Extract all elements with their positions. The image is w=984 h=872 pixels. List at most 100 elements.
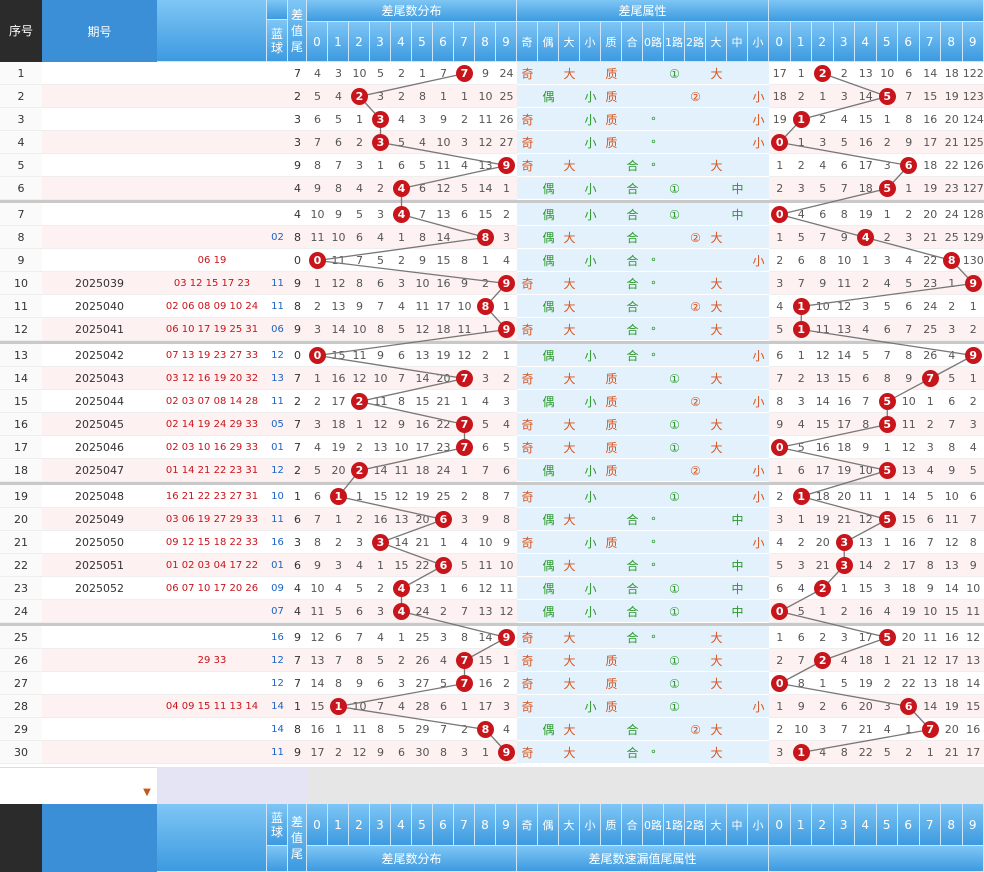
miss-cell: 2 xyxy=(503,208,510,221)
miss2-cell: 1 xyxy=(883,654,891,667)
miss2-cell: 17 xyxy=(923,136,938,149)
miss2-cell: 18 xyxy=(944,677,959,690)
row-blue: 16 xyxy=(267,626,288,649)
attr-cell: ① xyxy=(669,604,680,619)
miss2-cell: 16 xyxy=(858,605,873,618)
header-digit-7: 7 xyxy=(454,22,475,62)
header-digit-2: 2 xyxy=(349,22,370,62)
miss2-cell: 124 xyxy=(962,113,984,126)
miss-cell: 10 xyxy=(394,441,409,454)
miss-cell: 2 xyxy=(461,723,468,736)
trend-ball: 4 xyxy=(393,603,410,620)
miss-cell: 5 xyxy=(356,208,363,221)
miss-cell: 4 xyxy=(440,654,447,667)
attr-cell: ⚬ xyxy=(649,137,658,148)
footer-diff: 差值尾 xyxy=(288,804,307,872)
miss2-cell: 2 xyxy=(776,182,784,195)
miss-cell: 11 xyxy=(310,605,325,618)
miss-cell: 6 xyxy=(335,631,342,644)
miss2-cell: 4 xyxy=(840,113,848,126)
row-blue: 11 xyxy=(267,508,288,531)
miss-cell: 16 xyxy=(373,513,388,526)
miss-cell: 7 xyxy=(377,700,384,713)
miss-cell: 9 xyxy=(419,254,426,267)
miss-cell: 5 xyxy=(398,323,405,336)
miss-cell: 20 xyxy=(415,513,430,526)
miss2-cell: 5 xyxy=(905,277,913,290)
footer-digit-0: 0 xyxy=(307,804,328,846)
attr-cell: ⚬ xyxy=(649,278,658,289)
dropdown-arrow-icon[interactable]: ▼ xyxy=(143,786,151,798)
attr-cell: 偶 xyxy=(542,182,555,196)
miss-cell: 17 xyxy=(478,700,493,713)
miss2-cell: 24 xyxy=(944,208,959,221)
row-diff: 7 xyxy=(288,367,307,390)
miss-cell: 21 xyxy=(436,395,451,408)
miss-cell: 1 xyxy=(482,254,489,267)
row-period xyxy=(42,695,157,718)
miss-cell: 9 xyxy=(482,513,489,526)
trend-ball: 9 xyxy=(498,629,515,646)
row-attr-bg xyxy=(517,367,769,390)
miss-cell: 6 xyxy=(356,605,363,618)
miss2-cell: 21 xyxy=(815,559,830,572)
miss-cell: 2 xyxy=(398,90,405,103)
miss2-cell: 7 xyxy=(819,231,827,244)
row-reds: 02 14 19 24 29 33 xyxy=(157,413,267,436)
row-reds: 02 03 10 16 29 33 xyxy=(157,436,267,459)
miss-cell: 7 xyxy=(377,300,384,313)
attr-cell: ① xyxy=(669,181,680,196)
miss2-cell: 8 xyxy=(948,441,956,454)
miss2-cell: 20 xyxy=(944,723,959,736)
miss-cell: 13 xyxy=(415,349,430,362)
miss2-cell: 16 xyxy=(944,631,959,644)
attr-cell: 大 xyxy=(563,300,576,314)
footer-digit-2: 2 xyxy=(349,804,370,846)
attr-cell: ① xyxy=(669,440,680,455)
miss2-cell: 2 xyxy=(926,418,934,431)
miss-cell: 7 xyxy=(503,490,510,503)
miss2-cell: 6 xyxy=(840,700,848,713)
miss2-cell: 14 xyxy=(944,582,959,595)
miss-cell: 7 xyxy=(356,631,363,644)
attr-cell: 奇 xyxy=(521,700,534,714)
attr-cell: 合 xyxy=(626,159,639,173)
miss-cell: 10 xyxy=(373,372,388,385)
miss2-cell: 8 xyxy=(840,746,848,759)
miss-cell: 9 xyxy=(314,559,321,572)
row-seq: 19 xyxy=(0,485,42,508)
attr-cell: 奇 xyxy=(521,654,534,668)
miss-cell: 4 xyxy=(482,395,489,408)
miss-cell: 14 xyxy=(436,231,451,244)
attr-cell: 合 xyxy=(626,323,639,337)
miss-cell: 6 xyxy=(503,464,510,477)
row-period xyxy=(42,626,157,649)
miss-cell: 11 xyxy=(436,159,451,172)
row-attr-bg xyxy=(517,318,769,341)
attr-cell: 大 xyxy=(563,513,576,527)
attr-cell: 大 xyxy=(710,441,723,455)
miss-cell: 1 xyxy=(398,231,405,244)
trend-ball: 2 xyxy=(351,393,368,410)
row-reds: 03 06 19 27 29 33 xyxy=(157,508,267,531)
miss2-cell: 129 xyxy=(962,231,984,244)
attr-cell: 大 xyxy=(563,723,576,737)
miss-cell: 15 xyxy=(478,654,493,667)
blank-right xyxy=(307,767,984,804)
attr-cell: 中 xyxy=(731,559,744,573)
row-blue: 13 xyxy=(267,367,288,390)
header-digit-4: 4 xyxy=(391,22,412,62)
row-attr-bg xyxy=(517,131,769,154)
miss-cell: 6 xyxy=(335,136,342,149)
attr-cell: 合 xyxy=(626,277,639,291)
miss2-cell: 15 xyxy=(858,113,873,126)
row-attr-bg xyxy=(517,154,769,177)
miss-cell: 2 xyxy=(356,513,363,526)
attr-cell: 质 xyxy=(605,418,618,432)
attr-cell: 合 xyxy=(626,746,639,760)
miss-cell: 19 xyxy=(436,349,451,362)
miss-cell: 4 xyxy=(461,159,468,172)
miss2-cell: 23 xyxy=(923,277,938,290)
footer-attr-5: 合 xyxy=(622,804,643,846)
miss-cell: 10 xyxy=(457,300,472,313)
